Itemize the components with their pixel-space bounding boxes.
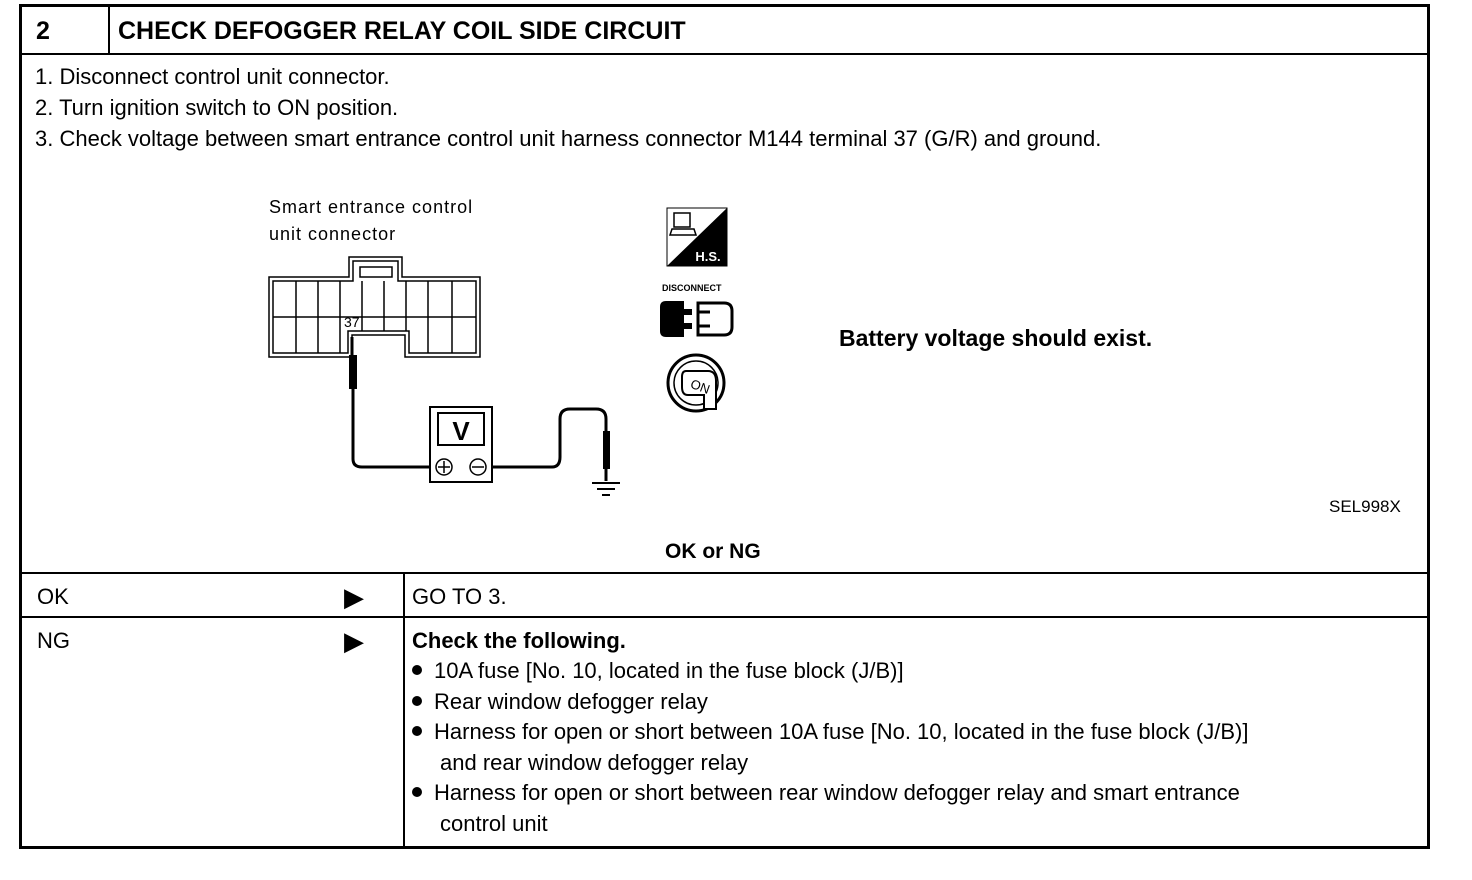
ignition-key-on-icon: ON [666, 353, 726, 413]
header-divider [108, 7, 110, 53]
ok-arrow-icon: ▶ [344, 582, 364, 612]
ng-action-title: Check the following. [412, 628, 626, 653]
ok-action: GO TO 3. [412, 584, 507, 609]
test-leads [350, 337, 608, 481]
step-title: CHECK DEFOGGER RELAY COIL SIDE CIRCUIT [118, 17, 686, 45]
bullet-icon [412, 787, 422, 798]
connector-label-line2: unit connector [269, 224, 397, 244]
key-icon-text: ON [688, 376, 711, 397]
ng-arrow-icon: ▶ [344, 626, 364, 656]
instruction-3: 3. Check voltage between smart entrance … [35, 126, 1102, 151]
terminal-number: 37 [344, 314, 360, 330]
expected-result: Battery voltage should exist. [839, 325, 1153, 351]
hs-icon-text: H.S. [695, 249, 720, 264]
voltmeter-icon: V [429, 406, 493, 483]
disconnect-icon-text: DISCONNECT [662, 283, 722, 293]
ok-or-ng-prompt: OK or NG [665, 540, 761, 563]
ng-item-3: Harness for open or short between 10A fu… [412, 719, 1248, 745]
instruction-2: 2. Turn ignition switch to ON position. [35, 95, 399, 120]
connector-icon [268, 256, 481, 358]
positive-probe [349, 355, 357, 389]
ok-row-bottom-border [22, 616, 1427, 618]
ok-label: OK [37, 584, 69, 609]
meter-symbol: V [452, 416, 470, 446]
ng-label: NG [37, 628, 70, 653]
bullet-icon [412, 665, 422, 676]
header-bottom-border [22, 53, 1427, 55]
instruction-1: 1. Disconnect control unit connector. [35, 64, 390, 89]
ng-item-3-cont: and rear window defogger relay [440, 750, 749, 775]
bullet-icon [412, 726, 422, 737]
connector-label-line1: Smart entrance control [269, 197, 474, 217]
bullet-icon [412, 696, 422, 707]
result-top-border [22, 572, 1427, 574]
ground-icon [592, 482, 620, 496]
ng-item-4: Harness for open or short between rear w… [412, 780, 1240, 806]
result-column-divider [403, 572, 405, 846]
ng-item-1: 10A fuse [No. 10, located in the fuse bl… [412, 658, 904, 684]
ng-item-4-cont: control unit [440, 811, 548, 836]
procedure-table: 2 CHECK DEFOGGER RELAY COIL SIDE CIRCUIT… [19, 4, 1430, 849]
negative-probe [603, 431, 610, 469]
step-number: 2 [36, 17, 50, 45]
connector-voltmeter-diagram: 37 V [268, 256, 620, 496]
figure-id: SEL998X [1329, 497, 1401, 516]
disconnect-icon [660, 301, 734, 337]
harness-side-icon: H.S. [666, 207, 728, 267]
ng-item-2: Rear window defogger relay [412, 689, 708, 715]
